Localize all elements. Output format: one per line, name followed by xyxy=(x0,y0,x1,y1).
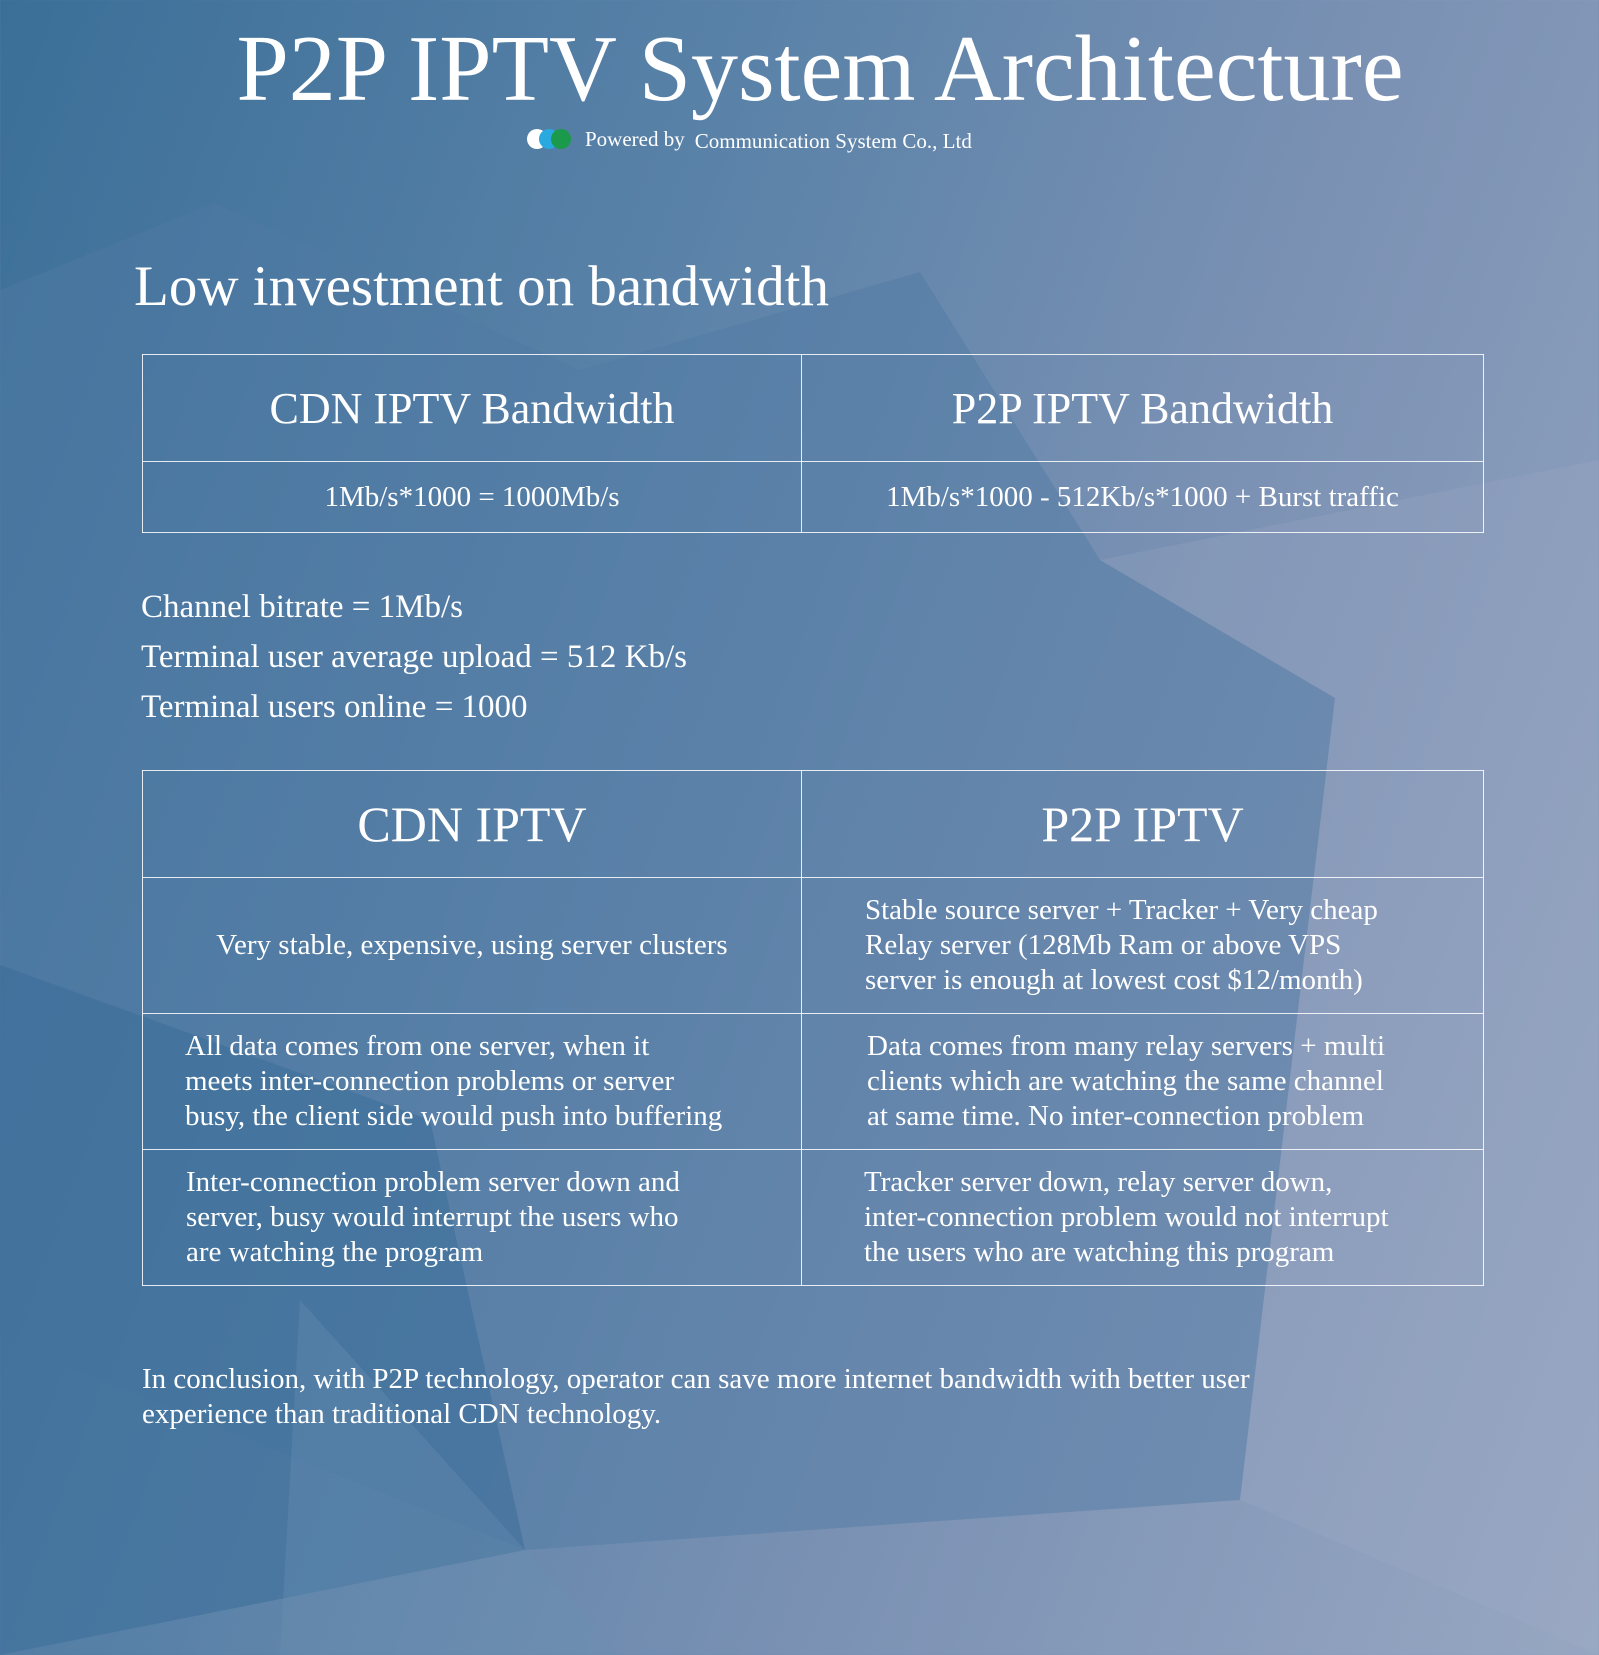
comparison-table: CDN IPTV P2P IPTV Very stable, expensive… xyxy=(142,770,1484,1286)
cell-line: Relay server (128Mb Ram or above VPS xyxy=(865,929,1342,961)
conclusion-line: In conclusion, with P2P technology, oper… xyxy=(142,1363,1250,1395)
parameters-list: Channel bitrate = 1Mb/s Terminal user av… xyxy=(141,582,687,732)
cell-line: the users who are watching this program xyxy=(864,1236,1335,1268)
comparison-p2p-cell: Data comes from many relay servers + mul… xyxy=(801,1013,1484,1150)
cell-line: inter-connection problem would not inter… xyxy=(864,1201,1389,1233)
table-row: 1Mb/s*1000 = 1000Mb/s 1Mb/s*1000 - 512Kb… xyxy=(142,461,1484,533)
comparison-p2p-cell: Tracker server down, relay server down, … xyxy=(801,1149,1484,1286)
table-row: Very stable, expensive, using server clu… xyxy=(142,877,1484,1014)
cell-line: meets inter-connection problems or serve… xyxy=(185,1065,675,1097)
cell-line: Data comes from many relay servers + mul… xyxy=(867,1030,1386,1062)
cell-line: Inter-connection problem server down and xyxy=(186,1166,680,1198)
cell-line: All data comes from one server, when it xyxy=(185,1030,650,1062)
bandwidth-cdn-value: 1Mb/s*1000 = 1000Mb/s xyxy=(142,461,802,533)
bandwidth-p2p-value: 1Mb/s*1000 - 512Kb/s*1000 + Burst traffi… xyxy=(801,461,1484,533)
comparison-header-p2p: P2P IPTV xyxy=(801,770,1484,878)
comparison-header-cdn: CDN IPTV xyxy=(142,770,802,878)
cell-line: server is enough at lowest cost $12/mont… xyxy=(865,964,1363,996)
parameter-users-online: Terminal users online = 1000 xyxy=(141,689,528,725)
cell-line: Stable source server + Tracker + Very ch… xyxy=(865,894,1378,926)
company-name: Communication System Co., Ltd xyxy=(694,128,972,153)
conclusion-line: experience than traditional CDN technolo… xyxy=(142,1398,662,1430)
page-title: P2P IPTV System Architecture xyxy=(236,17,1404,121)
bandwidth-table: CDN IPTV Bandwidth P2P IPTV Bandwidth 1M… xyxy=(142,354,1484,533)
cell-line: clients which are watching the same chan… xyxy=(867,1065,1384,1097)
bandwidth-header-p2p: P2P IPTV Bandwidth xyxy=(801,354,1484,462)
comparison-cdn-cell: Inter-connection problem server down and… xyxy=(142,1149,802,1286)
parameter-channel-bitrate: Channel bitrate = 1Mb/s xyxy=(141,589,463,625)
cell-line: server, busy would interrupt the users w… xyxy=(186,1201,679,1233)
powered-by-label: Powered by xyxy=(585,126,685,151)
cell-line: at same time. No inter-connection proble… xyxy=(867,1100,1365,1132)
cell-text: Very stable, expensive, using server clu… xyxy=(216,929,728,961)
table-row: Inter-connection problem server down and… xyxy=(142,1149,1484,1286)
bandwidth-header-cdn: CDN IPTV Bandwidth xyxy=(142,354,802,462)
section-heading: Low investment on bandwidth xyxy=(134,255,829,318)
comparison-cdn-cell: Very stable, expensive, using server clu… xyxy=(142,877,802,1014)
cell-line: busy, the client side would push into bu… xyxy=(185,1100,723,1132)
parameter-user-upload: Terminal user average upload = 512 Kb/s xyxy=(141,639,687,675)
table-row: All data comes from one server, when it … xyxy=(142,1013,1484,1150)
comparison-cdn-cell: All data comes from one server, when it … xyxy=(142,1013,802,1150)
cell-line: Tracker server down, relay server down, xyxy=(864,1166,1333,1198)
comparison-p2p-cell: Stable source server + Tracker + Very ch… xyxy=(801,877,1484,1014)
cell-line: are watching the program xyxy=(186,1236,484,1268)
bandwidth-table-header-row: CDN IPTV Bandwidth P2P IPTV Bandwidth xyxy=(142,354,1484,462)
company-logo-icon xyxy=(527,127,575,151)
powered-by-line: Powered by Communication System Co., Ltd xyxy=(527,124,972,154)
conclusion-text: In conclusion, with P2P technology, oper… xyxy=(142,1362,1442,1432)
comparison-table-header-row: CDN IPTV P2P IPTV xyxy=(142,770,1484,878)
